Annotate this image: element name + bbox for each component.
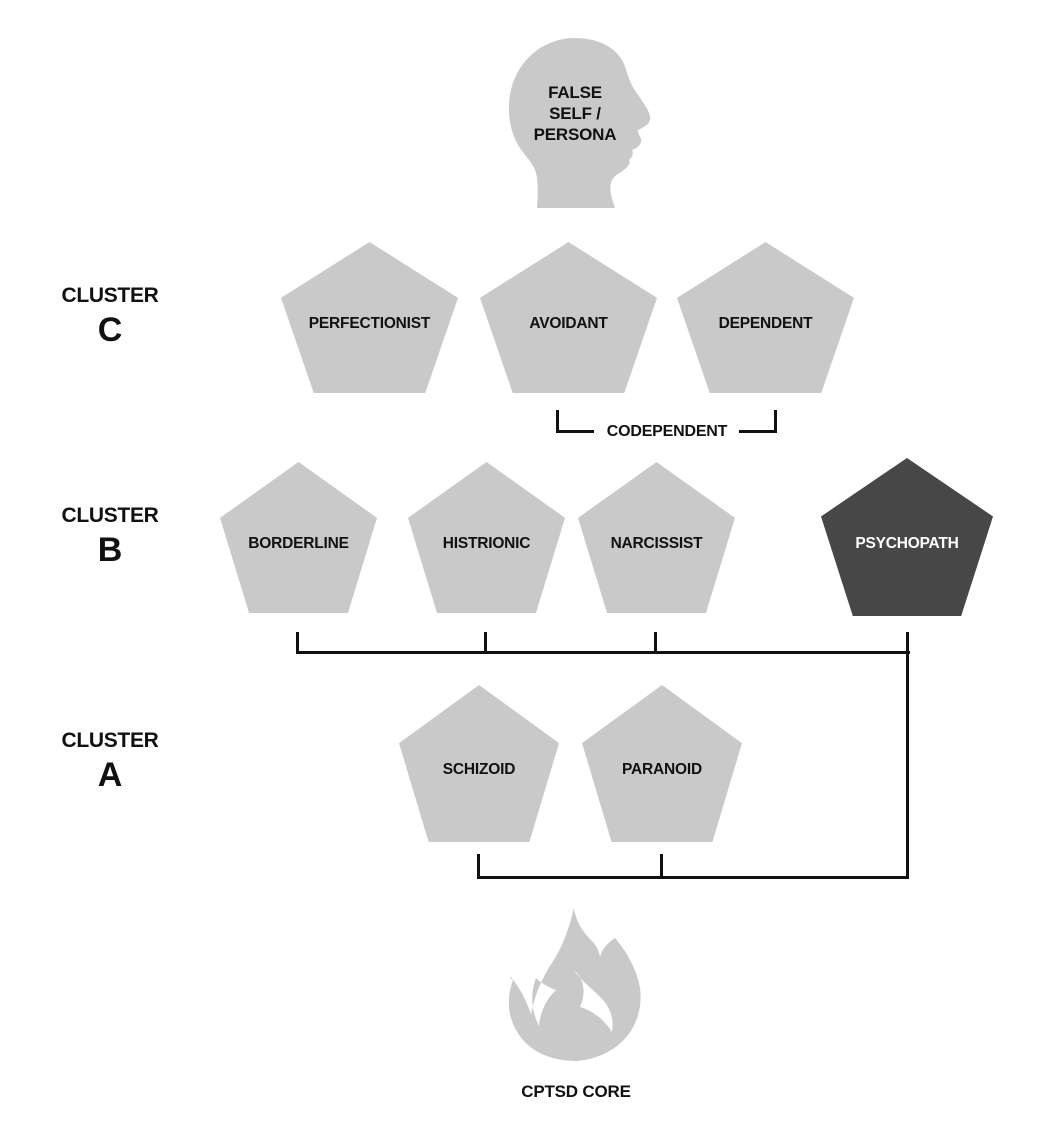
pentagon-label: AVOIDANT xyxy=(529,315,608,332)
pentagon-borderline: BORDERLINE xyxy=(220,462,377,613)
pentagon-narcissist: NARCISSIST xyxy=(578,462,735,613)
false-self-persona-label: FALSE SELF / PERSONA xyxy=(500,82,650,145)
pentagon-label: BORDERLINE xyxy=(248,535,349,552)
codependent-bracket-left-horizontal xyxy=(556,430,594,433)
pentagon-psychopath: PSYCHOPATH xyxy=(821,458,993,616)
cluster-b-label: CLUSTER B xyxy=(40,503,180,569)
codependent-bracket-left-vertical xyxy=(556,410,559,433)
pentagon-label: DEPENDENT xyxy=(718,315,813,332)
cluster-c-word: CLUSTER xyxy=(61,284,159,307)
connector-histrionic-vertical xyxy=(484,632,487,653)
cluster-a-word: CLUSTER xyxy=(61,729,159,752)
cluster-c-letter: C xyxy=(97,311,123,349)
connector-schizoid-vertical xyxy=(477,854,480,878)
cluster-a-label: CLUSTER A xyxy=(40,728,180,794)
pentagon-schizoid: SCHIZOID xyxy=(399,685,559,842)
flame-icon xyxy=(508,908,641,1061)
cluster-b-word: CLUSTER xyxy=(61,504,159,527)
connector-paranoid-vertical xyxy=(660,854,663,878)
pentagon-label: PERFECTIONIST xyxy=(308,315,431,332)
cluster-b-letter: B xyxy=(97,531,123,569)
false-self-line-3: PERSONA xyxy=(533,125,617,144)
pentagon-avoidant: AVOIDANT xyxy=(480,242,657,393)
pentagon-label: PARANOID xyxy=(622,761,702,778)
cluster-a-bracket-horizontal xyxy=(477,876,909,879)
cptsd-core-label: CPTSD CORE xyxy=(521,1082,631,1101)
pentagon-label: PSYCHOPATH xyxy=(855,534,959,552)
false-self-line-2: SELF / xyxy=(549,104,601,123)
head-silhouette-icon xyxy=(508,38,651,208)
false-self-line-1: FALSE xyxy=(548,83,602,102)
connector-narcissist-vertical xyxy=(654,632,657,653)
codependent-bracket-right-vertical xyxy=(774,410,777,433)
cluster-a-letter: A xyxy=(97,756,123,794)
cluster-c-label: CLUSTER C xyxy=(40,283,180,349)
pentagon-paranoid: PARANOID xyxy=(582,685,742,842)
pentagon-label: NARCISSIST xyxy=(610,535,703,552)
pentagon-perfectionist: PERFECTIONIST xyxy=(281,242,458,393)
pentagon-histrionic: HISTRIONIC xyxy=(408,462,565,613)
pentagon-dependent: DEPENDENT xyxy=(677,242,854,393)
connector-psychopath-vertical xyxy=(906,632,909,879)
codependent-label: CODEPENDENT xyxy=(606,423,728,440)
connector-borderline-vertical xyxy=(296,632,299,653)
pentagon-label: SCHIZOID xyxy=(442,761,516,778)
cluster-b-bracket-horizontal xyxy=(296,651,910,654)
pentagon-label: HISTRIONIC xyxy=(442,535,531,552)
codependent-bracket-right-horizontal xyxy=(739,430,777,433)
